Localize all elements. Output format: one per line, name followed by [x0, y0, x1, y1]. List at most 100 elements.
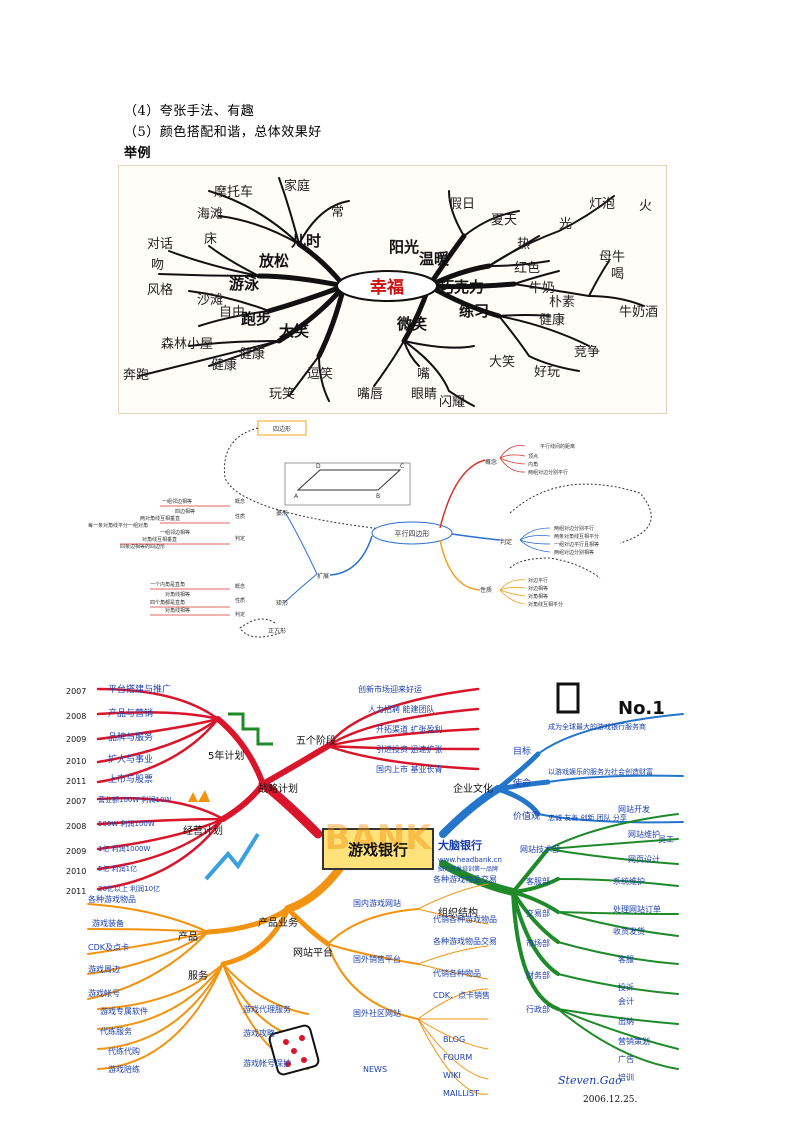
- leaf-label: 闪耀: [439, 395, 465, 410]
- leaf-label: 嘴: [417, 367, 430, 382]
- branch-label: 微笑: [396, 315, 427, 333]
- leaf-label: 火: [639, 199, 652, 214]
- finance-item: 5亿 利润1亿: [98, 864, 137, 873]
- product-item: 游戏专属软件: [100, 1006, 148, 1016]
- branch-label: 游泳: [229, 275, 260, 293]
- branch-label: 大笑: [279, 322, 309, 340]
- parallelogram-mindmap-svg: 四边形 A B C D 平行四边形 概念 判定 性质 平行线间的距离 顶点 内角…: [88, 420, 652, 638]
- products-label: 产品业务: [258, 916, 298, 929]
- service-item: 游戏帐号保护: [243, 1058, 291, 1068]
- leaf-label: 沙滩: [197, 293, 223, 308]
- org-item: 财务部: [526, 970, 550, 980]
- rectangle-property: 性质: [235, 597, 245, 604]
- platform-label: 网站平台: [293, 946, 333, 959]
- steps-item: 开拓渠道 扩张盈利: [376, 724, 443, 734]
- right-property-item: 对角线互相平分: [528, 601, 563, 608]
- steps-item: 人力招聘 能建团队: [368, 704, 435, 714]
- rhombus-judge-item: 四条边相等的四边形: [120, 543, 165, 550]
- org-item: 客服部: [526, 876, 550, 886]
- vertex-d: D: [316, 463, 321, 470]
- vertex-a: A: [294, 493, 299, 500]
- culture-item: 使命: [513, 777, 531, 789]
- leaf-label: 嘴唇: [357, 387, 383, 402]
- plan-label: 5年计划: [208, 749, 244, 762]
- org-leaf: 客服: [618, 954, 634, 964]
- signature: Steven.Gao: [558, 1074, 622, 1087]
- year: 2011: [66, 887, 86, 896]
- right-concept-item: 平行线间的距离: [540, 443, 575, 450]
- org-leaf: 网站开发: [618, 804, 650, 814]
- culture-text: 忠诚 友善 创新 团队 分享: [548, 813, 627, 822]
- org-leaf: 出纳: [618, 1016, 634, 1026]
- leaf-label: 风格: [147, 282, 173, 298]
- leaf-label: 牛奶酒: [619, 305, 658, 320]
- extend-node: 扩展: [317, 572, 329, 580]
- finance-item: 20亿以上 利润10亿: [98, 884, 160, 893]
- happiness-center: 幸福: [370, 277, 404, 298]
- finance-item: 1亿 利润1000W: [98, 844, 150, 853]
- org-leaf: 投诉: [618, 982, 634, 992]
- org-label: 组织结构: [438, 906, 478, 919]
- culture-item: 价值观: [513, 810, 540, 822]
- brand-name: 大脑银行: [438, 838, 482, 852]
- leaf-label: 母牛: [599, 250, 625, 265]
- rhombus-concept: 概念: [235, 498, 245, 505]
- right-concept-item: 两组对边分别平行: [528, 469, 568, 476]
- leaf-label: 大笑: [489, 354, 515, 370]
- leaf-label: 对话: [147, 237, 173, 252]
- plan-item: 上市与股票: [108, 773, 153, 785]
- rhombus-judge-item: 对角线互相垂直: [142, 536, 177, 543]
- service-item: 游戏攻略: [243, 1028, 275, 1038]
- finance-label: 经营计划: [183, 824, 223, 837]
- branch-label: 跑步: [241, 310, 271, 328]
- branch-label: 练习: [459, 302, 489, 320]
- culture-label: 企业文化: [453, 782, 493, 795]
- vertex-b: B: [376, 493, 380, 500]
- rectangle-judge: 判定: [235, 611, 245, 618]
- org-item: 市场部: [526, 938, 550, 948]
- leaf-label: 健康: [239, 346, 265, 362]
- leaf-label: 夏天: [491, 213, 517, 228]
- finance-item: 营业额100W 利润10W: [98, 795, 171, 804]
- right-concept-item: 内角: [528, 461, 538, 468]
- org-leaf: 营销策划: [618, 1036, 650, 1046]
- branch-label: 放松: [258, 252, 289, 270]
- org-leaf: 系统维护: [613, 876, 645, 886]
- service-label: 服务: [188, 969, 208, 982]
- org-item: 网站技术部: [520, 844, 560, 854]
- right-property-item: 对边平行: [528, 577, 548, 584]
- community-item: BLOG: [443, 1035, 465, 1044]
- platform-text: 各种游戏物品交易: [433, 874, 497, 884]
- bank-mindmap: BANK 游戏银行 大脑银行 www.headbank.cn 脑力开发培训第一品…: [58, 674, 696, 1110]
- parallelogram-mindmap: 四边形 A B C D 平行四边形 概念 判定 性质 平行线间的距离 顶点 内角…: [80, 418, 670, 643]
- org-leaf: 收货发货: [613, 926, 645, 936]
- dice-pips: [283, 1035, 307, 1067]
- org-item: 交易部: [526, 908, 550, 918]
- leaf-label: 健康: [539, 312, 565, 328]
- right-judge-item: 两组对边分别相等: [554, 549, 594, 556]
- trend-arrow-icon: [204, 832, 260, 881]
- leaf-label: 吻: [151, 258, 164, 273]
- brand-slogan: 脑力开发培训第一品牌: [438, 865, 498, 873]
- steps-item: 创新市场迎来好运: [358, 684, 422, 694]
- platform-text: CDK、点卡销售: [433, 990, 490, 1000]
- year: 2010: [66, 757, 86, 766]
- text-item-5: （5）颜色搭配和谐，总体效果好: [124, 125, 322, 140]
- year: 2009: [66, 847, 86, 856]
- leaf-label: 牛奶: [529, 281, 555, 296]
- leaf-label: 红色: [514, 260, 540, 276]
- branch-label: 阳光: [389, 238, 419, 256]
- parallelogram-center: 平行四边形: [395, 529, 430, 538]
- leaf-label: 热: [517, 237, 530, 252]
- news-item: NEWS: [363, 1065, 387, 1074]
- org-leaf: 会计: [618, 996, 634, 1006]
- platform-item: 国外销售平台: [353, 954, 401, 964]
- steps-item: 引进投资 迅速扩张: [376, 744, 443, 754]
- culture-text: 以游戏娱乐的服务为社会创造财富: [548, 767, 653, 776]
- rhombus-property-item: 四边相等: [175, 508, 195, 515]
- leaf-label: 海滩: [197, 207, 223, 222]
- product-item: 游戏装备: [92, 918, 124, 928]
- platform-item: 国外社区网站: [353, 1008, 401, 1018]
- right-property-item: 对边相等: [528, 585, 548, 592]
- org-leaf: 培训: [618, 1072, 634, 1082]
